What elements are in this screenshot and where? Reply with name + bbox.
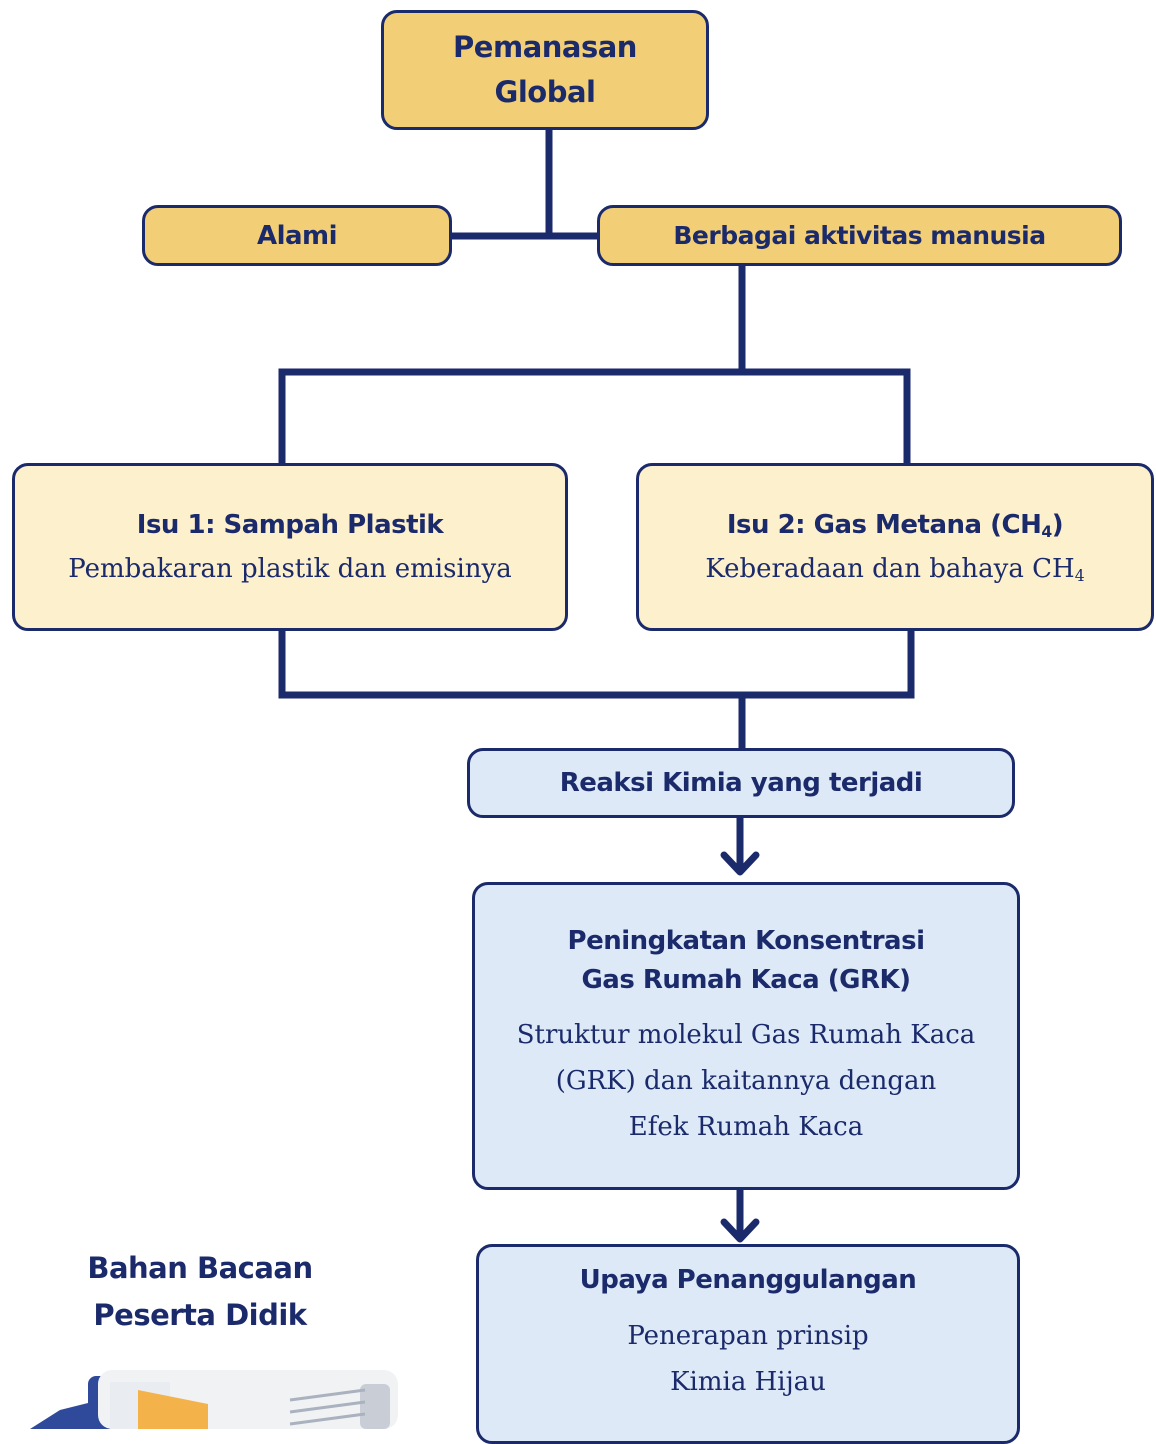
issue-1-title: Isu 1: Sampah Plastik (136, 510, 444, 540)
root-title-line1: Pemanasan (453, 30, 637, 64)
ghg-description-line2: (GRK) dan kaitannya dengan (555, 1066, 937, 1096)
reaction-node: Reaksi Kimia yang terjadi (467, 748, 1015, 818)
issue-2-description: Keberadaan dan bahaya CH4 (705, 554, 1085, 585)
reading-title-line2: Peserta Didik (93, 1298, 307, 1332)
ghg-title-line2: Gas Rumah Kaca (GRK) (581, 965, 911, 995)
arrow-head-1 (720, 851, 760, 876)
ghg-title-line1: Peningkatan Konsentrasi (567, 926, 925, 956)
arrow-head-2 (720, 1218, 760, 1243)
ghg-concentration-node: Peningkatan Konsentrasi Gas Rumah Kaca (… (472, 882, 1020, 1190)
cause-human-label: Berbagai aktivitas manusia (673, 221, 1046, 250)
open-book-icon (30, 1370, 398, 1429)
mitigation-node: Upaya Penanggulangan Penerapan prinsip K… (476, 1244, 1020, 1444)
mitigation-description-line1: Penerapan prinsip (627, 1321, 869, 1351)
cause-natural-node: Alami (142, 205, 452, 266)
issue-2-title: Isu 2: Gas Metana (CH4) (726, 510, 1064, 541)
root-node-global-warming: Pemanasan Global (381, 10, 709, 130)
mitigation-description-line2: Kimia Hijau (670, 1367, 826, 1397)
ghg-description-line3: Efek Rumah Kaca (628, 1112, 864, 1142)
root-title-line2: Global (494, 75, 596, 109)
connector-issues-join (278, 626, 915, 699)
issue-2-node: Isu 2: Gas Metana (CH4) Keberadaan dan b… (636, 463, 1154, 631)
reading-material-title: Bahan Bacaan Peserta Didik (40, 1245, 360, 1339)
mitigation-title: Upaya Penanggulangan (579, 1265, 917, 1295)
cause-human-node: Berbagai aktivitas manusia (597, 205, 1122, 266)
issue-1-node: Isu 1: Sampah Plastik Pembakaran plastik… (12, 463, 568, 631)
ghg-description-line1: Struktur molekul Gas Rumah Kaca (516, 1020, 976, 1050)
reading-title-line1: Bahan Bacaan (87, 1251, 313, 1285)
reaction-label: Reaksi Kimia yang terjadi (559, 768, 923, 798)
connector-issues-split (278, 368, 911, 469)
issue-1-description: Pembakaran plastik dan emisinya (68, 554, 512, 584)
cause-natural-label: Alami (256, 220, 338, 251)
